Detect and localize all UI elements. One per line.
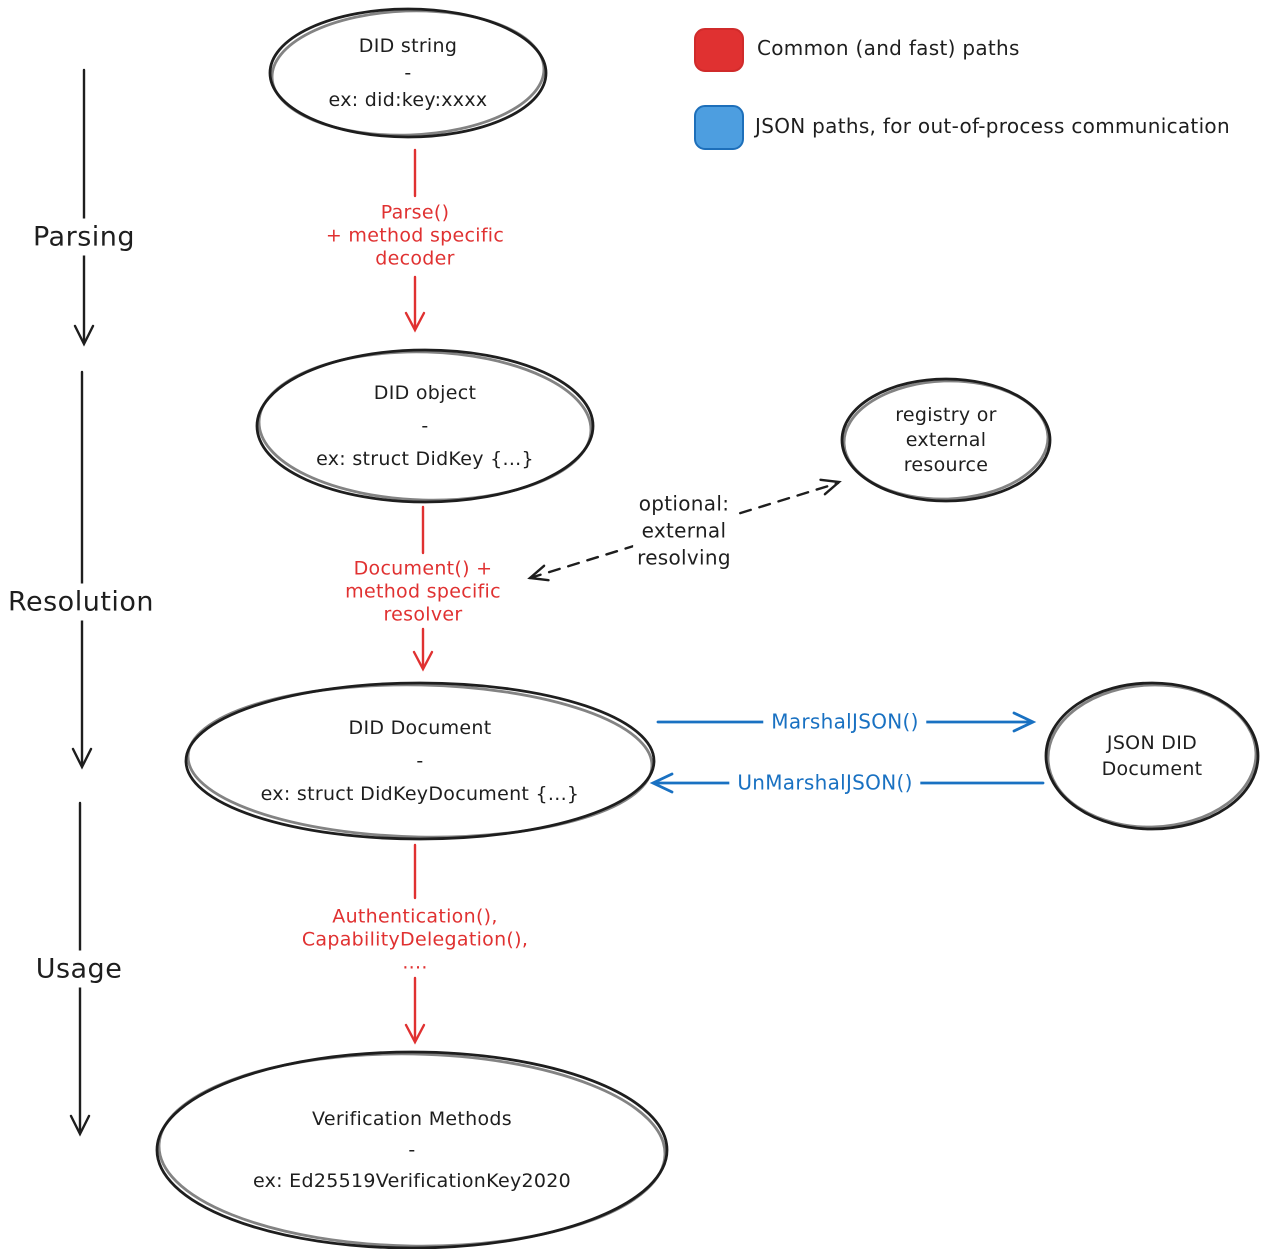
- node-did-document: DID Document - ex: struct DidKeyDocument…: [260, 716, 580, 805]
- legend-blue-swatch: [694, 105, 744, 150]
- node-registry: registry or external resource: [895, 403, 997, 476]
- parsing-phase-arrow: [73, 68, 95, 347]
- node-verification-methods: Verification Methods - ex: Ed25519Verifi…: [252, 1107, 572, 1192]
- edge-label-marshal-json: MarshalJSON(): [763, 709, 927, 735]
- verification-methods-ellipse: [155, 1050, 669, 1249]
- registry-ellipse: [840, 377, 1052, 503]
- node-did-object: DID object - ex: struct DidKey {...}: [316, 381, 534, 470]
- document-arrow: [412, 505, 434, 672]
- json-did-document-ellipse: [1044, 681, 1260, 831]
- edge-label-document: Document() + method specific resolver: [345, 557, 501, 626]
- phase-label-usage: Usage: [28, 950, 130, 988]
- edge-label-parse: Parse() + method specific decoder: [325, 201, 505, 270]
- edge-label-usage-methods: Authentication(), CapabilityDelegation()…: [301, 905, 529, 974]
- edge-label-optional-resolving: optional: external resolving: [633, 490, 735, 572]
- legend-label-common-paths: Common (and fast) paths: [757, 36, 1020, 60]
- legend-label-json-paths: JSON paths, for out-of-process communica…: [755, 114, 1230, 138]
- parse-arrow: [404, 148, 426, 333]
- node-did-string: DID string - ex: did:key:xxxx: [328, 34, 488, 111]
- phase-label-parsing: Parsing: [25, 218, 143, 256]
- legend-red-swatch: [694, 28, 744, 72]
- node-json-did-document: JSON DID Document: [1101, 732, 1203, 780]
- phase-label-resolution: Resolution: [0, 583, 162, 621]
- resolution-phase-arrow: [71, 370, 93, 770]
- did-document-ellipse: [184, 681, 656, 841]
- edge-label-unmarshal-json: UnMarshalJSON(): [729, 770, 921, 796]
- did-object-ellipse: [255, 348, 595, 504]
- did-string-ellipse: [268, 7, 548, 139]
- usage-methods-arrow: [404, 843, 426, 1045]
